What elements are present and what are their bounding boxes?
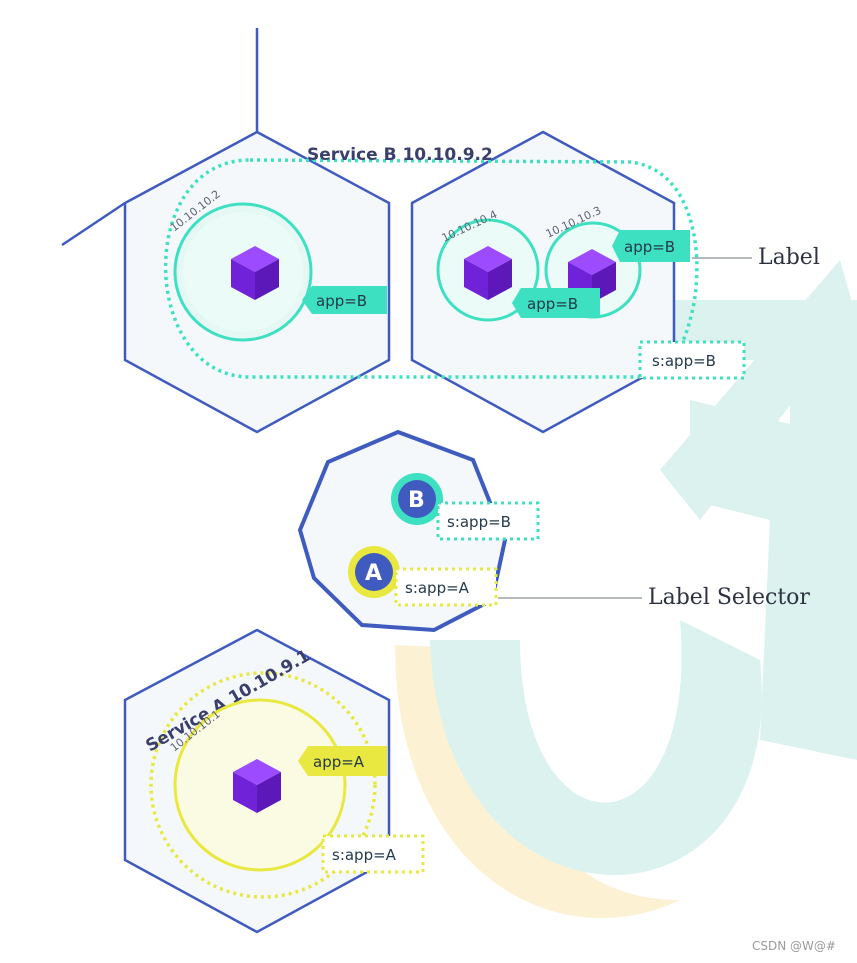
pod-b1: 10.10.10.2 app=B — [168, 187, 387, 342]
service-b-title: Service B 10.10.9.2 — [307, 145, 493, 165]
watermark-stroke-right — [690, 400, 857, 760]
pod-a1: 10.10.10.1 app=A — [168, 698, 387, 872]
label-callout-text: Label — [758, 245, 820, 270]
pod-b3-label-tag — [612, 230, 690, 262]
control-selector-b-text: s:app=B — [447, 513, 511, 531]
pod-b1-label-text: app=B — [316, 292, 367, 310]
node-hexagon-2 — [410, 130, 676, 434]
control-selector-a-text: s:app=A — [405, 579, 470, 597]
cluster-edge-diagonal — [61, 201, 126, 247]
pod-b3-label-text: app=B — [624, 238, 675, 256]
svg-text:A: A — [365, 561, 382, 586]
watermark-stroke-diag — [660, 260, 857, 520]
pod-b2-label-text: app=B — [527, 295, 578, 313]
control-selector-a-box — [394, 567, 498, 607]
service-b-selector-text: s:app=B — [652, 352, 716, 370]
service-a-selector-text: s:app=A — [332, 846, 397, 864]
pod-cube-icon — [233, 759, 281, 813]
selector-b-icon: B — [391, 473, 443, 525]
watermark-u-teal — [430, 620, 762, 876]
service-a-selector-box — [321, 834, 425, 874]
pod-cube-icon — [231, 246, 279, 300]
pod-b2: 10.10.10.4 — [436, 208, 540, 322]
service-a-boundary — [149, 671, 377, 899]
label-selector-callout-text: Label Selector — [648, 585, 810, 610]
selector-a-icon: A — [348, 546, 400, 598]
svg-text:B: B — [408, 488, 425, 513]
pod-b1-label-tag — [302, 286, 387, 314]
control-selector-b-box — [436, 501, 540, 541]
csdn-watermark: CSDN @W@# — [752, 939, 836, 953]
service-b-boundary — [163, 158, 699, 379]
service-b-selector-box — [638, 340, 746, 380]
pod-cube-icon — [464, 246, 512, 300]
pod-a1-label-text: app=A — [313, 753, 365, 771]
background-logo-watermark — [395, 260, 857, 919]
pod-b2-label-tag — [512, 288, 600, 318]
pod-a1-label-tag — [298, 746, 387, 776]
